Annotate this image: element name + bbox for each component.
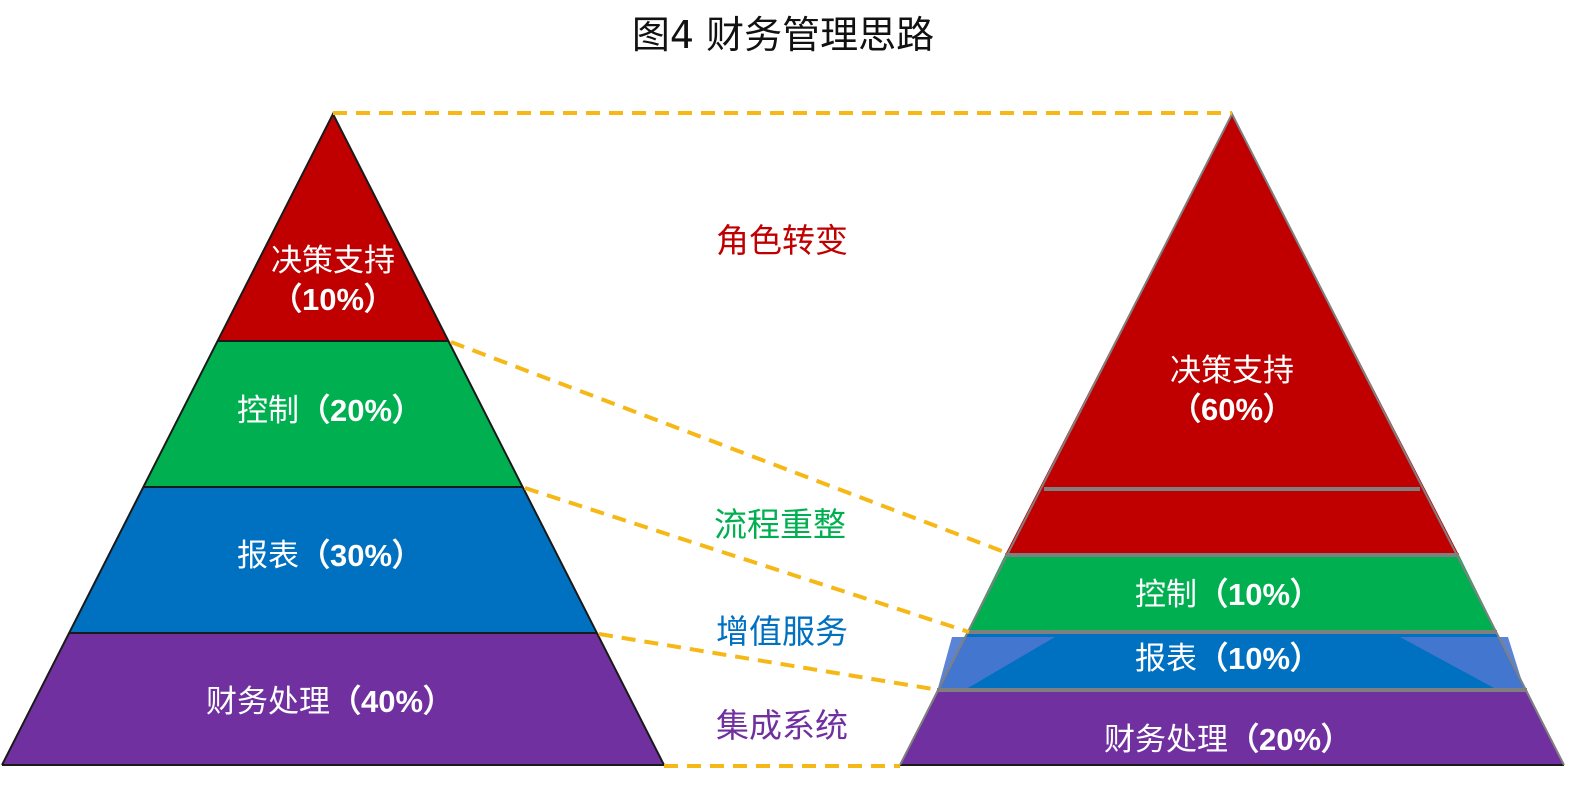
- right-report-pct: （10%）: [1197, 641, 1321, 676]
- right-decision-pct-label: （60%）: [1170, 392, 1294, 427]
- left-layer-processing: [2, 633, 664, 765]
- right-report-label: 报表（10%）: [1135, 641, 1321, 677]
- left-decision-label: 决策支持: [271, 243, 395, 279]
- right-control-name: 控制: [1135, 577, 1197, 613]
- process-reorg-label: 流程重整: [714, 505, 846, 544]
- right-layer-decision: [1005, 114, 1459, 555]
- left-layer-control: [143, 341, 523, 487]
- right-decision-name: 决策支持: [1170, 353, 1294, 389]
- left-decision-pct-label: （10%）: [271, 282, 395, 317]
- right-layer-processing: [900, 690, 1564, 765]
- right-control-pct: （10%）: [1197, 577, 1321, 612]
- left-control-pct: （20%）: [299, 393, 423, 428]
- value-added-label: 增值服务: [716, 612, 848, 651]
- transition-connectors: [333, 111, 1232, 768]
- left-report-name: 报表: [237, 538, 299, 574]
- connector-control: [524, 486, 970, 634]
- left-processing-label: 财务处理（40%）: [206, 684, 454, 720]
- right-report-highlight-right: [1400, 637, 1524, 688]
- left-control-name: 控制: [237, 393, 299, 429]
- right-report-name: 报表: [1135, 641, 1197, 677]
- right-pyramid: 决策支持 （60%） 控制（10%） 报表（10%） 财务处理（20%）: [899, 111, 1565, 766]
- left-report-label: 报表（30%）: [237, 538, 423, 574]
- connector-report: [598, 632, 940, 692]
- left-pyramid: 决策支持 （10%） 控制（20%） 报表（30%） 财务处理（40%）: [1, 111, 665, 766]
- right-processing-label: 财务处理（20%）: [1104, 722, 1352, 758]
- right-control-label: 控制（10%）: [1135, 577, 1321, 613]
- diagram-title: 图4 财务管理思路: [632, 13, 934, 57]
- right-decision-pct: （60%）: [1170, 392, 1294, 427]
- right-decision-label: 决策支持: [1170, 353, 1294, 389]
- role-change-label: 角色转变: [716, 221, 848, 260]
- left-processing-pct: （40%）: [330, 684, 454, 719]
- left-decision-name: 决策支持: [271, 243, 395, 279]
- right-layer-control: [967, 555, 1497, 632]
- left-layer-decision: [217, 114, 449, 341]
- connector-decision: [450, 340, 1008, 555]
- right-layer-report: [937, 632, 1527, 690]
- left-decision-pct: （10%）: [271, 282, 395, 317]
- left-layer-report: [69, 487, 597, 633]
- right-report-highlight-left: [938, 637, 1055, 688]
- left-control-label: 控制（20%）: [237, 393, 423, 429]
- right-processing-pct: （20%）: [1228, 722, 1352, 757]
- right-processing-name: 财务处理: [1104, 722, 1228, 758]
- left-processing-name: 财务处理: [206, 684, 330, 720]
- left-report-pct: （30%）: [299, 538, 423, 573]
- integrated-system-label: 集成系统: [716, 706, 848, 745]
